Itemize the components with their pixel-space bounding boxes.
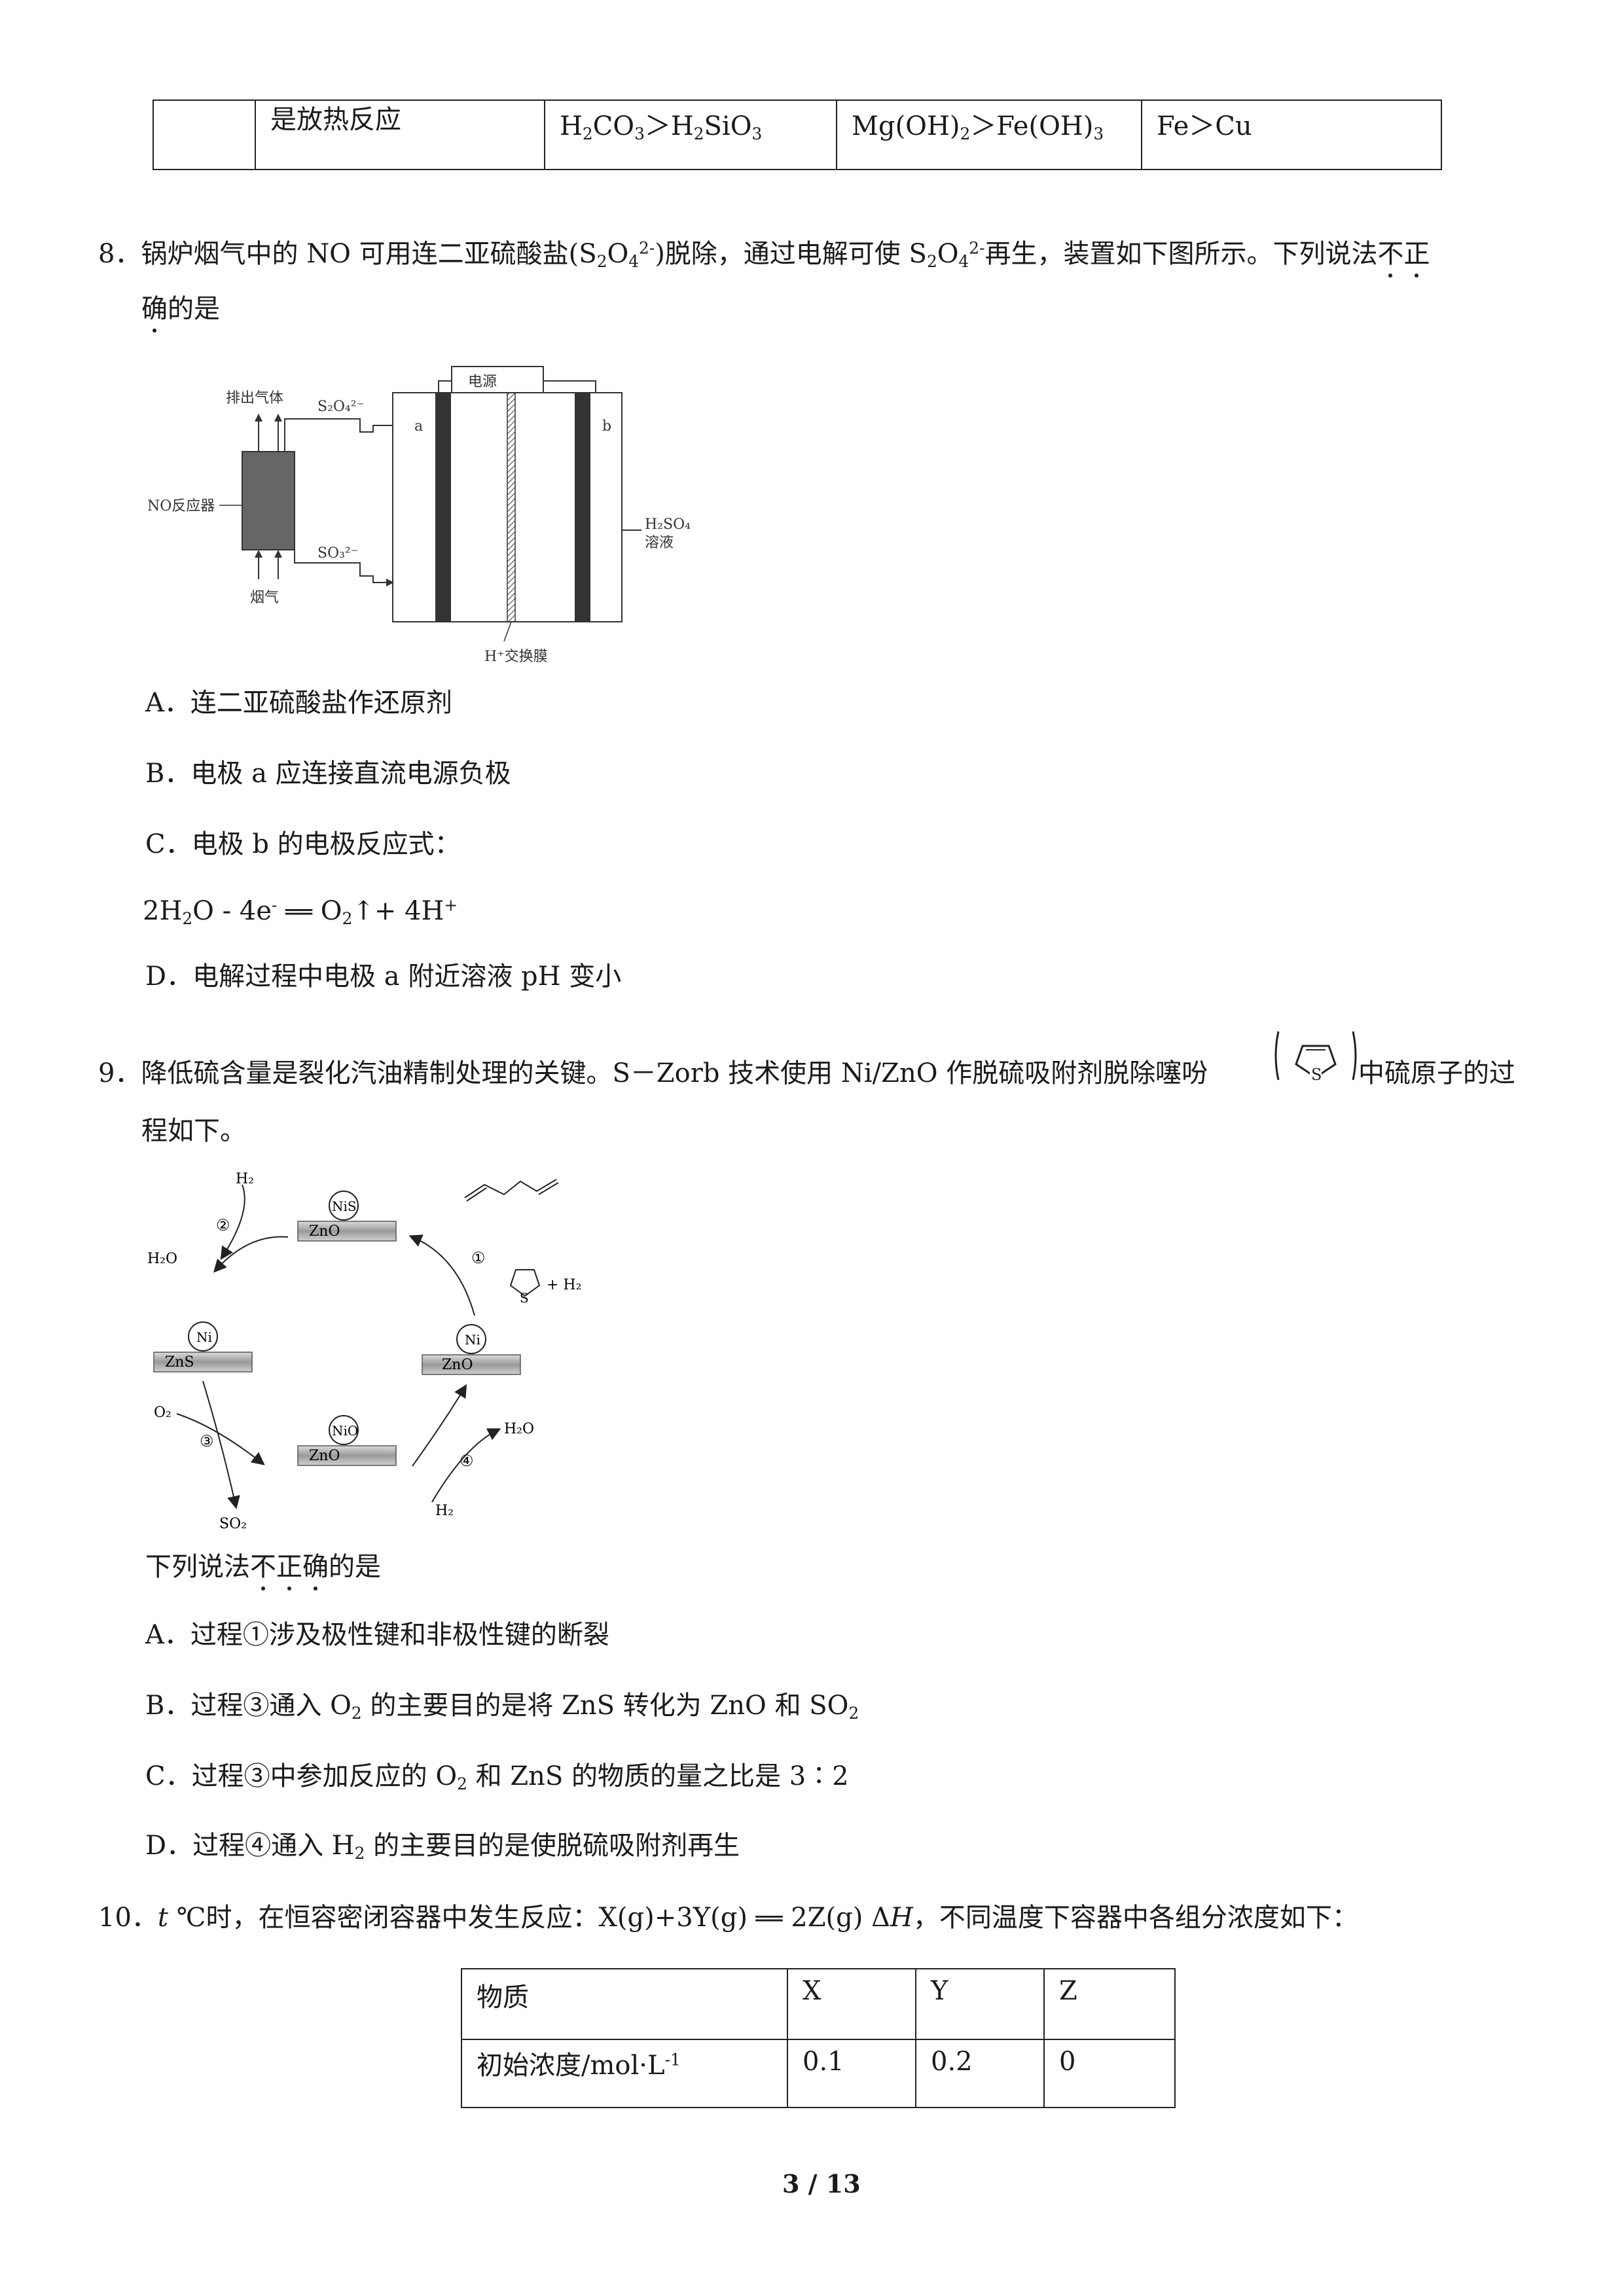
q9-stem-line1b: 中硫原子的过 bbox=[1358, 1058, 1515, 1088]
svg-text:NiS: NiS bbox=[332, 1198, 357, 1214]
svg-text:H₂: H₂ bbox=[435, 1503, 454, 1519]
svg-text:ZnO: ZnO bbox=[309, 1448, 340, 1464]
membrane-label: H⁺交换膜 bbox=[484, 649, 548, 665]
q9-question: 下列说法不正确的是 bbox=[145, 1552, 381, 1590]
svg-text:ZnO: ZnO bbox=[309, 1223, 340, 1240]
svg-text:②: ② bbox=[216, 1216, 230, 1234]
svg-text:H₂O: H₂O bbox=[504, 1421, 534, 1437]
top-table-cell-3: Mg(OH)2＞Fe(OH)3 bbox=[836, 99, 1142, 170]
top-table-cell-2: H2CO3＞H2SiO3 bbox=[544, 99, 837, 170]
q9-option-b: B．过程③通入 O2 的主要目的是将 ZnS 转化为 ZnO 和 SO2 bbox=[145, 1691, 859, 1723]
nis-particle bbox=[329, 1191, 359, 1221]
q9-stem-line1: 9．降低硫含量是裂化汽油精制处理的关键。S－Zorb 技术使用 Ni/ZnO 作… bbox=[98, 1058, 1208, 1088]
page-number: 3 / 13 bbox=[782, 2169, 861, 2198]
reactor-label: NO反应器 bbox=[147, 498, 215, 514]
q9-option-c: C．过程③中参加反应的 O2 和 ZnS 的物质的量之比是 3∶2 bbox=[145, 1761, 849, 1793]
svg-text:+ H₂: + H₂ bbox=[547, 1277, 581, 1293]
q8-option-a: A．连二亚硫酸盐作还原剂 bbox=[145, 688, 452, 718]
q8-electrolysis-figure: 电源 a b H₂SO₄ 溶液 H⁺交换膜 NO反应器 排出气体 烟气 S₂O₄… bbox=[147, 366, 691, 665]
q10-table-row: 初始浓度/mol·L-1 0.1 0.2 0 bbox=[461, 2039, 1176, 2108]
q9-stem-line2: 程如下。 bbox=[141, 1116, 246, 1146]
svg-text:ZnO: ZnO bbox=[442, 1357, 473, 1373]
zno-support-right bbox=[422, 1354, 521, 1375]
top-table-cell-4: Fe＞Cu bbox=[1141, 99, 1442, 170]
q10-table: 物质 X Y Z 初始浓度/mol·L-1 0.1 0.2 0 bbox=[461, 1968, 1176, 2108]
q8-option-b: B．电极 a 应连接直流电源负极 bbox=[145, 759, 511, 789]
svg-text:①: ① bbox=[471, 1249, 486, 1267]
electrode-a bbox=[435, 393, 451, 622]
svg-text:NiO: NiO bbox=[332, 1423, 358, 1439]
top-table: 是放热反应 H2CO3＞H2SiO3 Mg(OH)2＞Fe(OH)3 Fe＞Cu bbox=[153, 99, 1442, 170]
svg-text:O₂: O₂ bbox=[154, 1405, 171, 1421]
svg-text:S: S bbox=[520, 1290, 529, 1306]
svg-text:H₂O: H₂O bbox=[147, 1251, 177, 1267]
ni-particle-right bbox=[456, 1324, 486, 1354]
q9-option-d: D．过程④通入 H2 的主要目的是使脱硫吸附剂再生 bbox=[145, 1831, 740, 1863]
top-table-cell-0 bbox=[153, 99, 256, 170]
zno-support-top bbox=[297, 1221, 397, 1242]
label-b: b bbox=[602, 418, 611, 435]
q8-option-c-equation: 2H2O - 4e- ══ O2↑+ 4H+ bbox=[143, 895, 458, 928]
svg-text:④: ④ bbox=[460, 1452, 474, 1470]
q9-cycle-figure: NiS ZnO Ni ZnS Ni ZnO NiO ZnO H₂ H₂O ② ①… bbox=[147, 1172, 581, 1532]
electrode-b bbox=[575, 393, 590, 622]
acid-label: H₂SO₄ bbox=[645, 516, 691, 533]
power-label: 电源 bbox=[468, 374, 497, 390]
top-table-cell-1: 是放热反应 bbox=[255, 99, 545, 170]
power-source bbox=[451, 366, 544, 396]
svg-text:Ni: Ni bbox=[196, 1329, 212, 1345]
membrane bbox=[507, 392, 516, 622]
nio-particle bbox=[329, 1415, 359, 1445]
svg-text:Ni: Ni bbox=[465, 1332, 480, 1348]
svg-text:H₂: H₂ bbox=[236, 1172, 254, 1187]
s2o4-label: S₂O₄²⁻ bbox=[317, 399, 364, 415]
q9-option-a: A．过程①涉及极性键和非极性键的断裂 bbox=[145, 1620, 609, 1650]
q10-stem: 10．t ℃时，在恒容密闭容器中发生反应：X(g)+3Y(g) ══ 2Z(g)… bbox=[98, 1903, 1358, 1933]
q8-stem-line2: 确的是 bbox=[141, 294, 220, 332]
zns-support bbox=[153, 1352, 253, 1372]
svg-text:S: S bbox=[1311, 1066, 1322, 1084]
label-a: a bbox=[414, 418, 423, 435]
q10-table-header: 物质 X Y Z bbox=[461, 1968, 1176, 2040]
svg-text:ZnS: ZnS bbox=[165, 1354, 194, 1371]
svg-text:SO₂: SO₂ bbox=[219, 1516, 247, 1532]
no-reactor bbox=[242, 451, 295, 550]
thiophene-inline-icon: S bbox=[1274, 1031, 1357, 1084]
ni-particle-left bbox=[188, 1321, 218, 1352]
svg-text:③: ③ bbox=[200, 1432, 214, 1450]
exhaust-label: 排出气体 bbox=[226, 390, 283, 406]
flue-label: 烟气 bbox=[250, 590, 279, 606]
acid-label-2: 溶液 bbox=[645, 535, 674, 551]
q8-option-c: C．电极 b 的电极反应式： bbox=[145, 829, 461, 859]
zno-support-bottom bbox=[297, 1445, 397, 1466]
so3-label: SO₃²⁻ bbox=[317, 545, 358, 562]
q8-stem-line1: 8．锅炉烟气中的 NO 可用连二亚硫酸盐(S2O42-)脱除，通过电解可使 S2… bbox=[98, 238, 1430, 278]
q8-option-d: D．电解过程中电极 a 附近溶液 pH 变小 bbox=[145, 961, 622, 992]
